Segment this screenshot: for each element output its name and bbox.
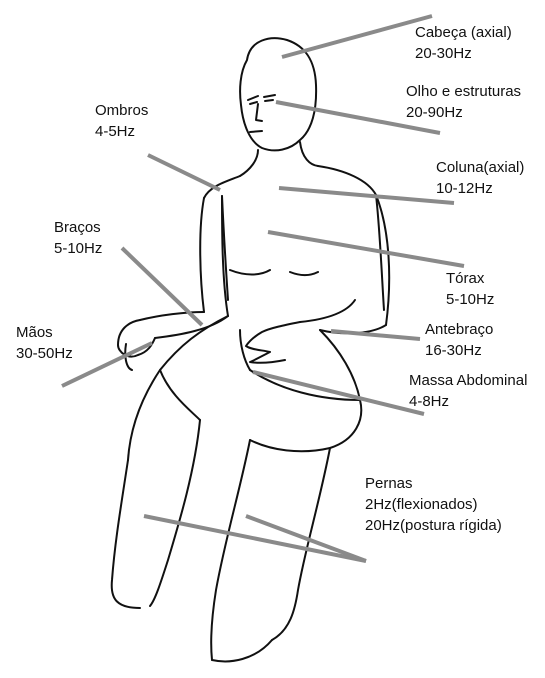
label-bracos-name: Braços [54, 217, 102, 238]
leader-cabeca [282, 16, 432, 57]
label-abdominal-freq: 4-8Hz [409, 391, 527, 412]
label-antebraco-name: Antebraço [425, 319, 493, 340]
label-cabeca-name: Cabeça (axial) [415, 22, 512, 43]
label-cabeca-freq: 20-30Hz [415, 43, 512, 64]
label-ombros: Ombros 4-5Hz [95, 100, 148, 142]
foot-right [212, 640, 272, 661]
leader-abdominal [253, 372, 424, 414]
label-ombros-name: Ombros [95, 100, 148, 121]
mouth [250, 131, 262, 132]
label-coluna-name: Coluna(axial) [436, 157, 524, 178]
leader-bracos [122, 248, 202, 325]
thigh-left [128, 316, 228, 460]
label-torax-name: Tórax [446, 268, 494, 289]
label-maos-freq: 30-50Hz [16, 343, 73, 364]
leader-antebraco [331, 331, 420, 339]
label-cabeca: Cabeça (axial) 20-30Hz [415, 22, 512, 64]
seated-body-outline [112, 38, 389, 661]
leader-coluna [279, 188, 454, 203]
forearm-left-inner [155, 316, 228, 338]
label-torax: Tórax 5-10Hz [446, 268, 494, 310]
neck-right [300, 142, 318, 166]
label-torax-freq: 5-10Hz [446, 289, 494, 310]
neck-left [240, 150, 258, 176]
label-antebraco-freq: 16-30Hz [425, 340, 493, 361]
label-abdominal-name: Massa Abdominal [409, 370, 527, 391]
head-outline [240, 38, 316, 150]
label-pernas-freq2: 20Hz(postura rígida) [365, 515, 502, 536]
label-pernas: Pernas 2Hz(flexionados) 20Hz(postura ríg… [365, 473, 502, 536]
label-maos: Mãos 30-50Hz [16, 322, 73, 364]
label-abdominal: Massa Abdominal 4-8Hz [409, 370, 527, 412]
label-pernas-name: Pernas [365, 473, 502, 494]
knee-right [250, 400, 361, 451]
label-pernas-freq1: 2Hz(flexionados) [365, 494, 502, 515]
shin-right-inner [211, 440, 250, 660]
label-bracos-freq: 5-10Hz [54, 238, 102, 259]
left-eye [248, 96, 258, 104]
shin-left-inner [150, 420, 200, 606]
chest-line [230, 270, 318, 275]
shin-left-outer [112, 460, 140, 608]
hand-right [246, 322, 300, 363]
leader-pernas-left [144, 516, 366, 561]
label-olho-freq: 20-90Hz [406, 102, 521, 123]
label-bracos: Braços 5-10Hz [54, 217, 102, 259]
label-olho-name: Olho e estruturas [406, 81, 521, 102]
abdomen [240, 330, 250, 370]
forearm-right-inner [300, 300, 355, 322]
label-olho: Olho e estruturas 20-90Hz [406, 81, 521, 123]
leader-maos [62, 343, 152, 386]
label-maos-name: Mãos [16, 322, 73, 343]
label-coluna-freq: 10-12Hz [436, 178, 524, 199]
label-antebraco: Antebraço 16-30Hz [425, 319, 493, 361]
label-coluna: Coluna(axial) 10-12Hz [436, 157, 524, 199]
nose [256, 104, 262, 121]
leader-torax [268, 232, 464, 266]
leader-ombros [148, 155, 220, 190]
right-eye [264, 95, 275, 101]
knee-left [160, 370, 200, 420]
label-ombros-freq: 4-5Hz [95, 121, 148, 142]
upper-arm-left [200, 198, 204, 312]
